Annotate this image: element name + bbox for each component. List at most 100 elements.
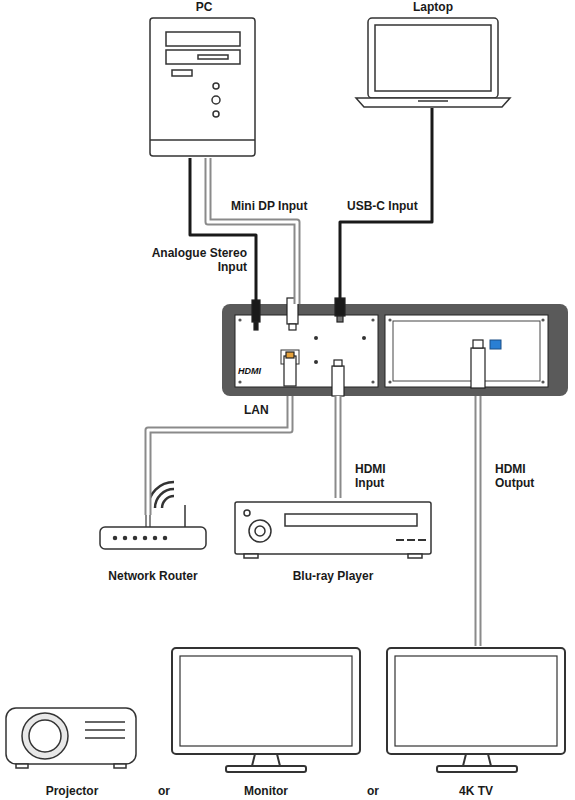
pc-tower-part (166, 32, 240, 46)
pc-tower-part (166, 50, 240, 64)
switcher-device-part (371, 380, 374, 383)
cable-plugs-part (337, 316, 343, 322)
projector-part (29, 720, 61, 752)
cable (338, 396, 339, 498)
switcher-device-part (362, 336, 366, 340)
network-router (100, 482, 206, 549)
connection-label: USB-C Input (346, 199, 419, 213)
tv-part (387, 648, 565, 754)
pc-tower-part (198, 55, 228, 59)
monitor (172, 648, 360, 772)
cable-plugs-part (254, 322, 258, 330)
network-router-part (124, 537, 127, 540)
cable-line (335, 396, 342, 498)
pc-tower (150, 18, 255, 156)
device-label: Network Router (108, 569, 197, 583)
cable-plugs-part (289, 324, 296, 330)
network-router-part (148, 482, 174, 508)
cable-plugs-part (334, 360, 342, 366)
pc-tower-part (213, 83, 219, 89)
switcher-device-part (238, 380, 241, 383)
projector (6, 708, 136, 768)
device-node: 4K TV (383, 646, 569, 798)
bluray-player-part (396, 539, 404, 541)
switcher-device-part (314, 336, 318, 340)
device-node: Projector (2, 700, 142, 798)
device-node: PC (148, 0, 260, 158)
bluray-player-part (235, 502, 431, 554)
cable-line (340, 108, 432, 304)
network-router-part (162, 496, 174, 508)
network-router-part (184, 505, 186, 527)
switcher-device-part (235, 315, 378, 387)
device-label: 4K TV (459, 784, 493, 798)
device-label: Laptop (413, 0, 453, 14)
connection-label: Analogue Stereo Input (140, 246, 248, 274)
monitor-part (180, 656, 352, 746)
pc-tower-part (212, 96, 220, 104)
switcher-device-part (371, 318, 374, 321)
cable (190, 158, 256, 304)
cable-core (148, 396, 290, 515)
device-label: Projector (46, 784, 99, 798)
bluray-player-part (418, 539, 426, 541)
laptop-part (418, 100, 448, 102)
cable-plugs (252, 298, 485, 396)
device-label: HDMI (238, 364, 261, 378)
device-node: Blu-ray Player (228, 498, 438, 583)
device-node: HDMI (222, 304, 568, 396)
bluray-player (235, 502, 431, 558)
network-router-part (114, 537, 117, 540)
switcher-device-part (393, 321, 540, 381)
bluray-player-part (407, 539, 415, 541)
connection-label: Mini DP Input (230, 199, 308, 213)
cable (208, 158, 297, 304)
pc-tower-part (150, 18, 255, 156)
switcher-device-part (314, 360, 318, 364)
cable (340, 108, 432, 304)
bluray-player-part (408, 554, 422, 558)
switcher-device (222, 304, 568, 396)
cable (478, 396, 479, 646)
cable-plugs-part (286, 352, 294, 358)
pc-tower-part (150, 139, 255, 141)
network-router-part (100, 527, 206, 549)
laptop-part (356, 98, 510, 107)
network-router-part (144, 537, 147, 540)
switcher-device-part (541, 318, 544, 321)
cable-plugs-part (284, 356, 296, 386)
switcher-device-part (385, 315, 548, 387)
connection-label: HDMI Output (494, 462, 544, 490)
switcher-device-part (222, 304, 568, 396)
network-router-part (145, 514, 151, 527)
connection-label: HDMI Input (354, 462, 396, 490)
device-label: Monitor (244, 784, 288, 798)
switcher-device-part (541, 380, 544, 383)
network-router-part (147, 514, 149, 527)
projector-part (85, 721, 125, 723)
tv-part (437, 766, 517, 772)
switcher-device-part (388, 318, 391, 321)
network-router-part (164, 537, 167, 540)
cable-line (190, 158, 256, 304)
connection-label: LAN (243, 403, 270, 417)
bluray-player-part (249, 520, 271, 542)
projector-part (85, 737, 125, 739)
device-label: PC (196, 0, 213, 14)
cable-plugs-part (473, 340, 483, 348)
switcher-device-part (238, 318, 241, 321)
cable-plugs-part (471, 348, 485, 388)
bluray-player-part (285, 514, 417, 526)
projector-part (85, 729, 125, 731)
note-label: or (366, 784, 380, 798)
projector-part (22, 713, 68, 759)
cable-core (337, 396, 340, 498)
network-router-part (155, 489, 174, 508)
bluray-player-part (255, 526, 265, 536)
laptop-part (375, 25, 491, 91)
projector-part (114, 764, 126, 768)
device-label: Blu-ray Player (293, 569, 374, 583)
bluray-player-part (244, 510, 250, 516)
